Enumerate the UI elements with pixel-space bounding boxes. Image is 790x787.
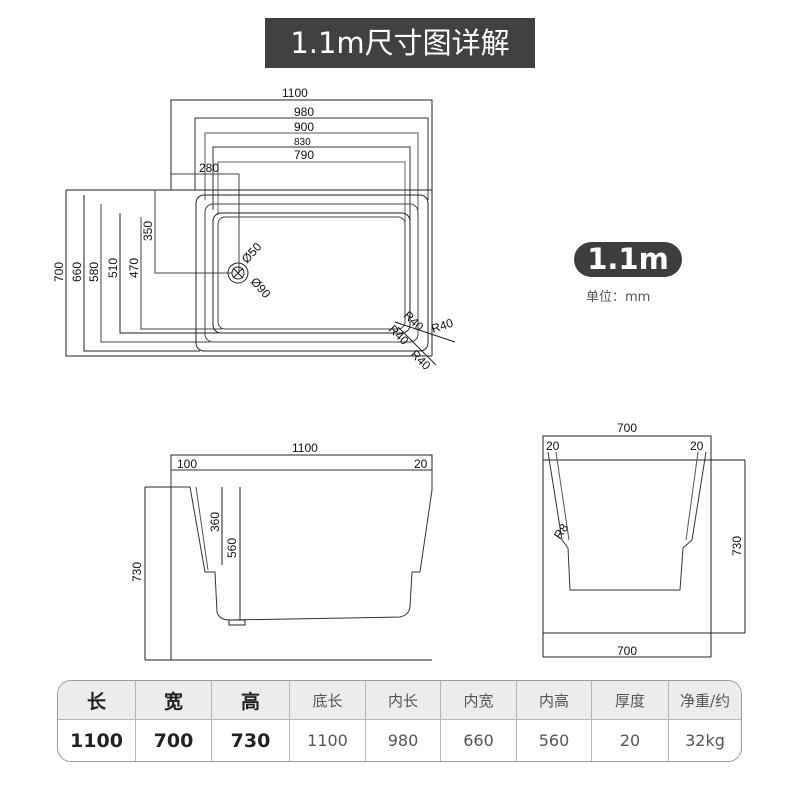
front-dim-700-top: 700 [617, 421, 637, 435]
side-dim-360: 360 [208, 512, 222, 532]
value-length: 1100 [58, 720, 136, 761]
top-view: 1100 980 900 830 790 280 700 660 580 510… [52, 86, 455, 373]
dim-470: 470 [127, 258, 141, 278]
value-height: 730 [212, 720, 290, 761]
dim-radius-2: R40 [430, 316, 456, 336]
value-base-length: 1100 [290, 720, 366, 761]
dim-580: 580 [87, 262, 101, 282]
size-badge: 1.1m [574, 242, 682, 277]
header-inner-height: 内高 [517, 681, 592, 720]
value-inner-height: 560 [517, 720, 592, 761]
drain-outer-circle [227, 262, 249, 284]
header-inner-length: 内长 [366, 681, 441, 720]
header-thickness: 厚度 [592, 681, 669, 720]
front-view: 700 20 20 R8 730 700 [542, 421, 746, 658]
header-height: 高 [212, 681, 290, 720]
dim-830: 830 [294, 137, 311, 148]
value-weight: 32kg [685, 731, 725, 750]
header-width: 宽 [136, 681, 212, 720]
front-dim-20-right: 20 [690, 439, 704, 453]
dim-drain-inner: Ø50 [239, 240, 265, 266]
side-dim-1100: 1100 [292, 441, 318, 455]
drain-inner-circle [231, 266, 245, 280]
dim-350: 350 [141, 221, 155, 241]
value-inner-length: 980 [366, 720, 441, 761]
dim-line-1100 [170, 99, 433, 356]
front-dim-730: 730 [730, 536, 744, 556]
side-view: 1100 100 20 360 560 730 [130, 441, 433, 661]
header-base-length: 底长 [290, 681, 366, 720]
dim-1100: 1100 [282, 86, 308, 100]
dim-980: 980 [294, 105, 314, 119]
side-dim-560: 560 [225, 538, 239, 558]
header-weight: 净重/约 [669, 681, 741, 720]
front-dim-700-bottom: 700 [617, 644, 637, 658]
dim-700: 700 [52, 262, 66, 282]
side-dim-730: 730 [130, 562, 144, 582]
value-thickness: 20 [592, 720, 669, 761]
dim-660: 660 [70, 262, 84, 282]
value-width: 700 [136, 720, 212, 761]
dim-790: 790 [294, 148, 314, 162]
page-title: 1.1m尺寸图详解 [265, 18, 535, 68]
front-dim-20-left: 20 [546, 439, 560, 453]
side-dim-100: 100 [177, 457, 197, 471]
dim-900: 900 [294, 120, 314, 134]
dim-280: 280 [199, 161, 219, 175]
side-dim-20: 20 [414, 457, 428, 471]
header-inner-width: 内宽 [441, 681, 517, 720]
dim-510: 510 [106, 258, 120, 278]
dim-drain-outer: Ø90 [248, 275, 274, 301]
spec-table: 长 宽 高 底长 内长 内宽 内高 厚度 净重/约 1100 700 730 1… [57, 680, 742, 762]
unit-label: 单位：mm [586, 290, 651, 305]
value-inner-width: 660 [441, 720, 517, 761]
header-length: 长 [58, 681, 136, 720]
